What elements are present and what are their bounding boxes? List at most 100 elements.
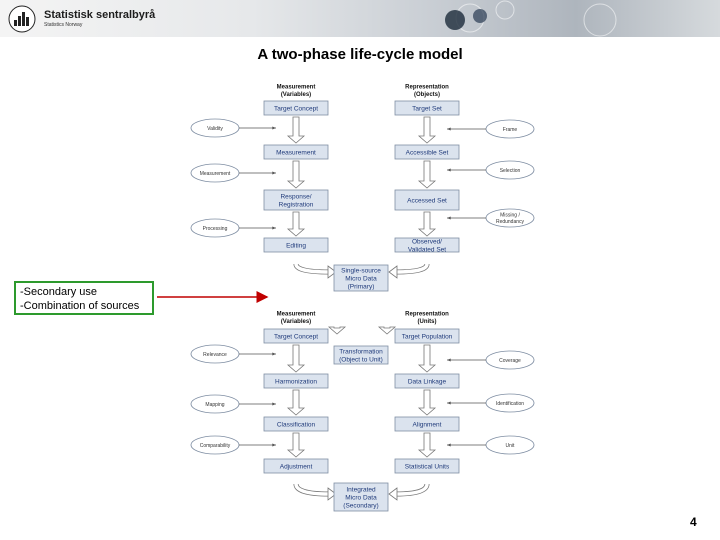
quality-ellipse-left-1-label: Measurement	[200, 171, 231, 177]
box-center-primary	[333, 264, 389, 292]
box-left-0-label: Target Concept	[274, 333, 318, 340]
box-center-primary-label: Micro Data	[345, 275, 377, 282]
quality-ellipse-right-1-label: Identification	[496, 401, 524, 407]
column-heading-measurement: Measurement	[277, 311, 316, 317]
box-right-2	[394, 416, 460, 432]
flow-arrow	[286, 344, 306, 373]
merge-arrow-fill	[294, 263, 330, 274]
box-right-3	[394, 237, 460, 253]
box-left-2	[263, 416, 329, 432]
column-heading-measurement: (Variables)	[281, 92, 311, 98]
box-left-1-label: Harmonization	[275, 378, 317, 385]
box-center-primary-label: (Primary)	[348, 283, 375, 290]
connector-arrowhead	[272, 402, 276, 406]
page-title: A two-phase life-cycle model	[257, 46, 463, 63]
box-right-2-label: Accessed Set	[407, 197, 447, 204]
banner-decoration	[445, 0, 617, 37]
box-center-secondary-label: Integrated	[346, 486, 376, 493]
box-left-0	[263, 100, 329, 116]
column-heading-measurement: Measurement	[277, 84, 316, 90]
connector-arrowhead	[272, 171, 276, 175]
connector-arrowhead	[272, 443, 276, 447]
flow-arrow	[417, 344, 437, 373]
merge-arrow-fill	[395, 483, 429, 496]
quality-ellipse-left-2-label: Processing	[203, 226, 228, 232]
box-left-1-label: Measurement	[276, 149, 316, 156]
callout-arrow	[157, 291, 269, 303]
connector-arrowhead	[272, 126, 276, 130]
quality-ellipse-right-0-label: Frame	[503, 127, 518, 133]
flow-arrow	[417, 116, 437, 144]
quality-ellipse-right-0-label: Coverage	[499, 358, 521, 364]
merge-arrow-fill	[395, 263, 429, 274]
merge-arrow-fill	[294, 483, 330, 496]
box-right-3-label: Statistical Units	[405, 463, 450, 470]
quality-ellipse-right-2-label: Unit	[506, 443, 516, 449]
logo-icon	[8, 5, 36, 33]
box-right-1-label: Accessible Set	[406, 149, 449, 156]
connector-arrowhead	[272, 352, 276, 356]
diagram-canvas: Measurement (Variables) Representation (Obj…	[190, 84, 535, 512]
box-center-secondary-label: (Secondary)	[343, 502, 378, 509]
box-transformation	[333, 345, 389, 365]
merge-arrowhead	[388, 265, 398, 279]
column-heading-representation: Representation	[405, 311, 449, 317]
box-transformation-label: (Object to Unit)	[339, 356, 383, 363]
box-right-3-label: Validated Set	[408, 246, 446, 253]
box-right-0-label: Target Population	[402, 333, 453, 340]
connector-arrowhead	[447, 168, 451, 172]
box-left-2-label: Registration	[279, 201, 314, 208]
box-right-3	[394, 458, 460, 474]
box-left-2-label: Response/	[280, 193, 311, 200]
quality-ellipse-left-0-label: Relevance	[203, 352, 227, 358]
box-right-2	[394, 189, 460, 211]
box-left-0	[263, 328, 329, 344]
box-right-0	[394, 100, 460, 116]
quality-ellipse-right-2-label: Redundancy	[496, 219, 525, 225]
box-left-2-label: Classification	[277, 421, 316, 428]
column-heading-representation: (Units)	[418, 319, 437, 325]
quality-ellipse-left-1-label: Mapping	[205, 402, 224, 408]
connector-arrowhead	[272, 226, 276, 230]
callout-line: -Combination of sources	[20, 300, 140, 312]
quality-ellipse-right-2-label: Missing /	[500, 213, 520, 219]
life-cycle-diagram: Measurement (Variables) Representation (Obj…	[165, 72, 558, 524]
box-right-0-label: Target Set	[412, 105, 442, 112]
box-right-1	[394, 373, 460, 389]
column-heading-measurement: (Variables)	[281, 319, 311, 325]
box-left-3	[263, 237, 329, 253]
box-transformation-label: Transformation	[339, 348, 383, 355]
column-heading-representation: Representation	[405, 84, 449, 90]
flow-arrow	[286, 116, 306, 144]
box-left-2	[263, 189, 329, 211]
connector-arrowhead	[447, 401, 451, 405]
connector-arrowhead	[447, 443, 451, 447]
flow-arrow	[417, 211, 437, 237]
box-left-3-label: Adjustment	[280, 463, 313, 470]
box-right-2-label: Alignment	[413, 421, 442, 428]
flow-arrow	[286, 211, 306, 237]
header-banner: Statistisk sentralbyrå Statistics Norway	[0, 0, 720, 37]
box-left-1	[263, 144, 329, 160]
quality-ellipse-left-0-label: Validity	[207, 126, 223, 132]
box-right-0	[394, 328, 460, 344]
box-right-1	[394, 144, 460, 160]
connector-arrowhead	[447, 127, 451, 131]
flow-arrow	[377, 326, 397, 335]
flow-arrow	[286, 160, 306, 189]
connector-arrowhead	[447, 358, 451, 362]
page-number: 4	[690, 515, 697, 529]
connector-arrowhead	[447, 216, 451, 220]
box-center-secondary	[333, 482, 389, 512]
callout-line: -Secondary use	[20, 286, 98, 298]
box-left-3-label: Editing	[286, 242, 306, 249]
box-right-1-label: Data Linkage	[408, 378, 447, 385]
logo-text: Statistisk sentralbyrå	[44, 9, 156, 21]
flow-arrow	[417, 160, 437, 189]
flow-arrow	[286, 389, 306, 416]
merge-arrowhead	[327, 265, 337, 279]
box-center-secondary-label: Micro Data	[345, 494, 377, 501]
merge-arrowhead	[388, 487, 398, 501]
sphere-icon	[445, 10, 465, 30]
callout-box: -Secondary use -Combination of sources	[14, 281, 154, 315]
